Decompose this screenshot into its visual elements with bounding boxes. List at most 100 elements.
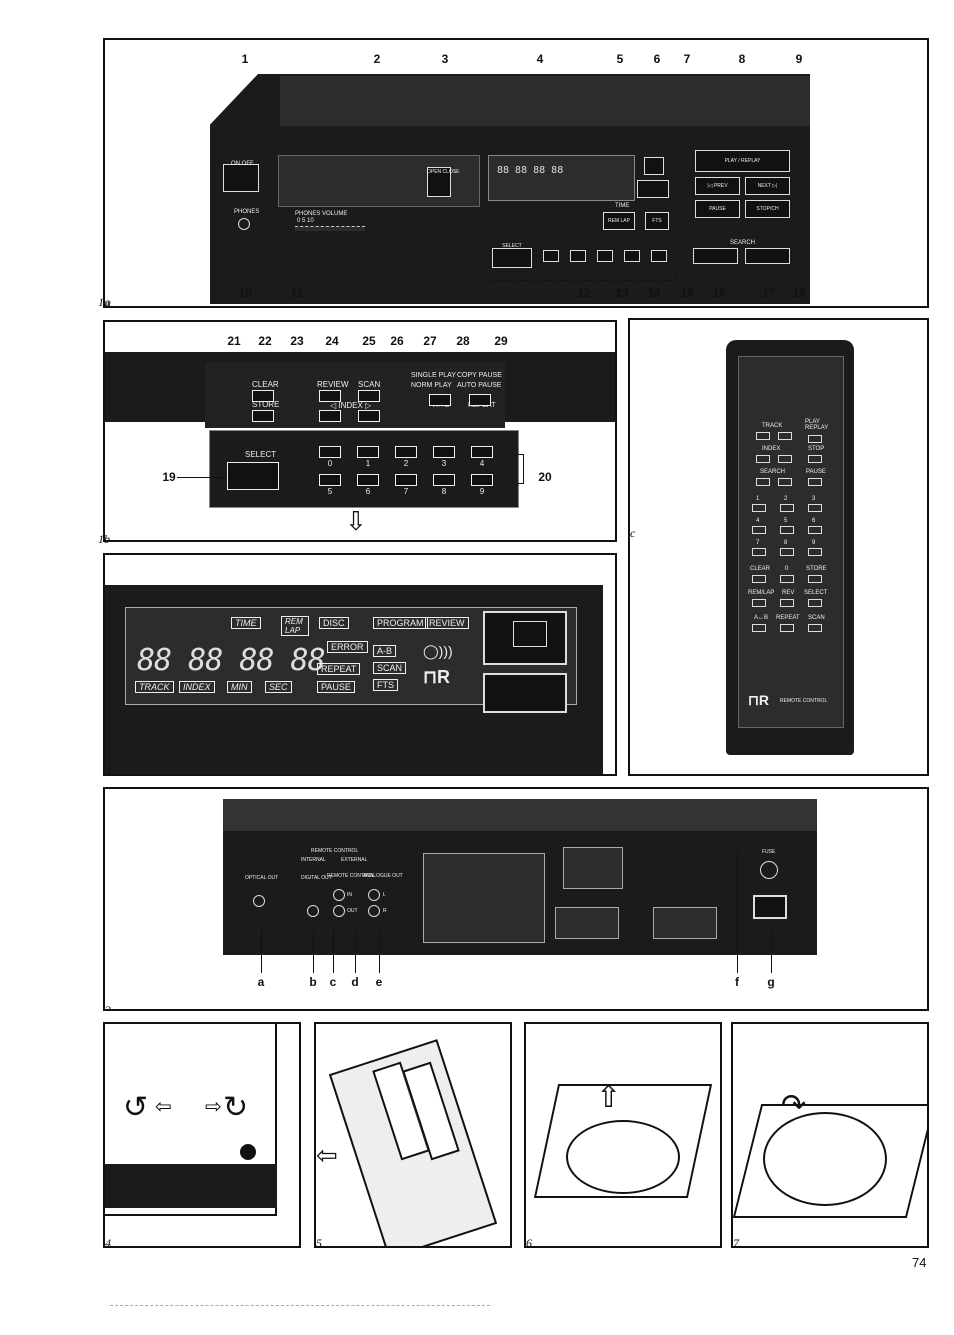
keypad-key-8[interactable]: [433, 474, 455, 486]
pause-button[interactable]: [695, 200, 740, 218]
remote-rev-label: REV: [782, 590, 795, 596]
prev-button[interactable]: [695, 177, 740, 195]
remote-digit-6[interactable]: [808, 526, 822, 534]
phones-label: PHONES: [234, 209, 260, 215]
remote-pause-button[interactable]: [808, 478, 822, 486]
search-forward-button[interactable]: [745, 248, 790, 264]
remote-rem-lap-button[interactable]: [752, 599, 766, 607]
callout-d: d: [351, 975, 359, 989]
remote-a-b-button[interactable]: [752, 624, 766, 632]
remote-digit-label: 8: [784, 540, 788, 546]
remote-digit-1[interactable]: [752, 504, 766, 512]
keypad-key-2[interactable]: [395, 446, 417, 458]
auto-pause-label: AUTO PAUSE: [457, 382, 502, 389]
clear-button[interactable]: [252, 390, 274, 402]
a-b-button[interactable]: [429, 394, 451, 406]
rear-cutout-left: [555, 907, 619, 939]
analogue-l-jack[interactable]: [368, 889, 380, 901]
numeric-key[interactable]: [543, 250, 559, 262]
callout-b: b: [309, 975, 317, 989]
keypad-key-label: 0: [327, 459, 333, 468]
remote-in-jack[interactable]: [333, 889, 345, 901]
remote-out-jack[interactable]: [333, 905, 345, 917]
remote-digit-9[interactable]: [808, 548, 822, 556]
analogue-l-label: L: [383, 892, 386, 898]
play-replay-label: PLAY / REPLAY: [724, 158, 761, 164]
callout-e: e: [375, 975, 383, 989]
remote-track-prev[interactable]: [756, 432, 770, 440]
remote-digit-5[interactable]: [780, 526, 794, 534]
numeric-key[interactable]: [570, 250, 586, 262]
analogue-r-jack[interactable]: [368, 905, 380, 917]
remote-stop-button[interactable]: [808, 455, 822, 463]
search-back-button[interactable]: [693, 248, 738, 264]
remote-digit-4[interactable]: [752, 526, 766, 534]
remote-search-forward[interactable]: [778, 478, 792, 486]
remote-search-back[interactable]: [756, 478, 770, 486]
callout-9: 9: [795, 52, 803, 66]
scan-indicator: SCAN: [373, 662, 407, 674]
figure-3: REMOTE CONTROL INTERNAL EXTERNAL OPTICAL…: [103, 787, 929, 1011]
index-next-button[interactable]: [358, 410, 380, 422]
remote-select-button[interactable]: [808, 599, 822, 607]
remote-digit-3[interactable]: [808, 504, 822, 512]
remote-scan-button[interactable]: [808, 624, 822, 632]
select-button[interactable]: [492, 248, 532, 268]
remote-zero-button[interactable]: [780, 575, 794, 583]
keypad-key-5[interactable]: [319, 474, 341, 486]
keypad-key-6[interactable]: [357, 474, 379, 486]
remote-logo-icon: ⊓R: [748, 692, 770, 708]
repeat-button[interactable]: [469, 394, 491, 406]
review-button[interactable]: [319, 390, 341, 402]
remote-digit-2[interactable]: [780, 504, 794, 512]
remote-clear-button[interactable]: [752, 575, 766, 583]
remote-index-prev[interactable]: [756, 455, 770, 463]
open-close-button[interactable]: [427, 167, 451, 197]
remote-store-button[interactable]: [808, 575, 822, 583]
optical-out-jack[interactable]: [253, 895, 265, 907]
remote-track-next[interactable]: [778, 432, 792, 440]
phones-volume-slider[interactable]: [295, 226, 365, 231]
front-display-digits: 88 88 88 88: [497, 165, 564, 176]
internal-label: INTERNAL: [301, 857, 326, 863]
numeric-key[interactable]: [597, 250, 613, 262]
store-button[interactable]: [252, 410, 274, 422]
keypad-key-9[interactable]: [471, 474, 493, 486]
remote-repeat-button[interactable]: [780, 624, 794, 632]
mains-socket[interactable]: [753, 895, 787, 919]
play-replay-button[interactable]: [695, 150, 790, 172]
index-prev-button[interactable]: [319, 410, 341, 422]
figure-label-7: 7: [733, 1236, 739, 1248]
cd-player-top-edge: [280, 76, 810, 126]
digital-out-jack[interactable]: [307, 905, 319, 917]
keypad-key-3[interactable]: [433, 446, 455, 458]
next-label: NEXT ▷|: [757, 183, 778, 189]
scan-button[interactable]: [358, 390, 380, 402]
fts-button[interactable]: [645, 212, 669, 230]
select-button-1b[interactable]: [227, 462, 279, 490]
open-close-label: OPEN CLOSE: [427, 169, 460, 175]
keypad-key-0[interactable]: [319, 446, 341, 458]
rem-lap-button[interactable]: [603, 212, 635, 230]
rear-cutout-right: [653, 907, 717, 939]
remote-play-replay-button[interactable]: [808, 435, 822, 443]
keypad-key-7[interactable]: [395, 474, 417, 486]
remote-digit-7[interactable]: [752, 548, 766, 556]
keypad-key-label: 9: [479, 487, 485, 496]
index-indicator: INDEX: [179, 681, 215, 693]
remote-index-next[interactable]: [778, 455, 792, 463]
numeric-key[interactable]: [651, 250, 667, 262]
on-off-button[interactable]: [223, 164, 259, 192]
stop-button[interactable]: [745, 200, 790, 218]
down-arrow-icon: ⇩: [345, 506, 367, 536]
select-label: SELECT: [502, 243, 522, 249]
next-button[interactable]: [745, 177, 790, 195]
remote-repeat-label: REPEAT: [776, 615, 800, 621]
numeric-key[interactable]: [624, 250, 640, 262]
remote-digit-8[interactable]: [780, 548, 794, 556]
fuse-holder[interactable]: [760, 861, 778, 879]
phones-jack[interactable]: [238, 218, 250, 230]
keypad-key-4[interactable]: [471, 446, 493, 458]
remote-rev-button[interactable]: [780, 599, 794, 607]
keypad-key-1[interactable]: [357, 446, 379, 458]
